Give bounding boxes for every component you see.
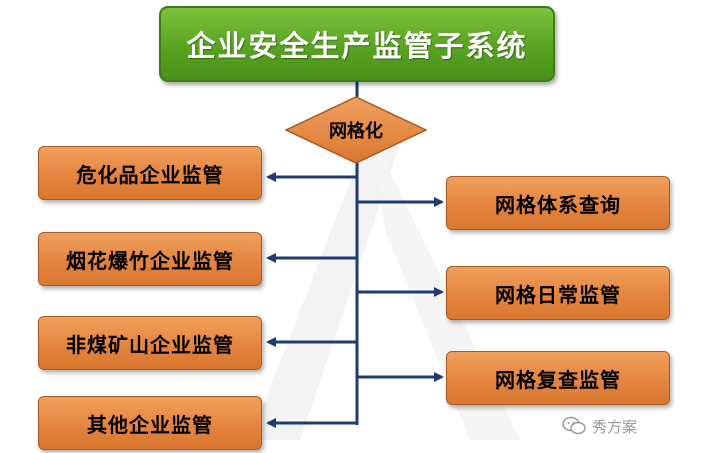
node-hazardous-chemicals: 危化品企业监管: [38, 146, 262, 200]
wechat-icon: [562, 416, 586, 435]
center-diamond: [284, 96, 428, 164]
node-grid-recheck-supervision: 网格复查监管: [446, 351, 670, 405]
center-node-label: 网格化: [329, 121, 383, 142]
watermark: 秀方案: [562, 414, 637, 438]
node-grid-system-query: 网格体系查询: [446, 176, 670, 230]
system-title: 企业安全生产监管子系统: [159, 6, 555, 82]
node-grid-daily-supervision: 网格日常监管: [446, 266, 670, 320]
node-non-coal-mines: 非煤矿山企业监管: [38, 316, 262, 370]
node-other-enterprises: 其他企业监管: [38, 396, 262, 450]
node-fireworks: 烟花爆竹企业监管: [38, 232, 262, 286]
watermark-text: 秀方案: [592, 417, 638, 436]
